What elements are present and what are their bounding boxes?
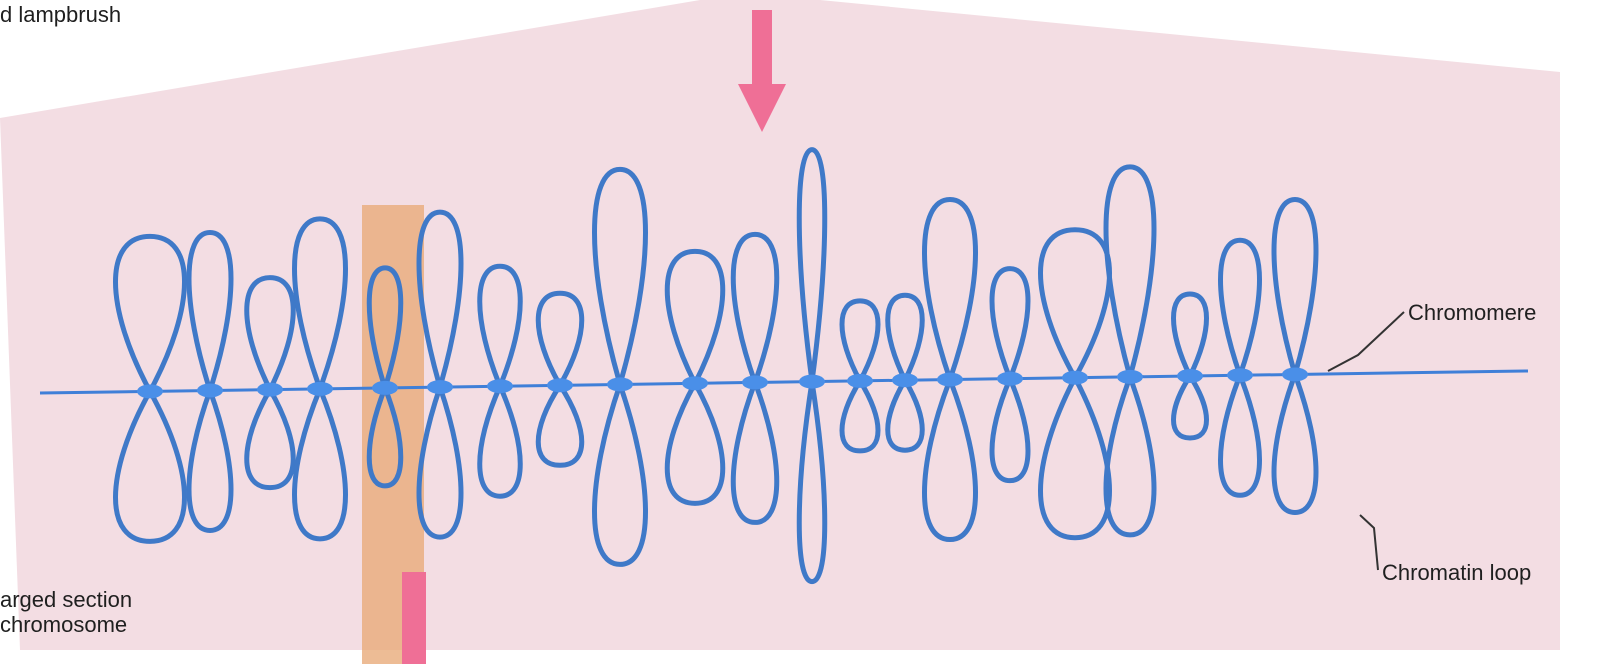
chromomere [487,379,513,393]
chromomere [1282,367,1308,381]
chromomere [257,383,283,397]
chromomere [1177,369,1203,383]
caption-line-1: arged section [0,587,132,613]
chromomere [799,375,825,389]
background-panel [0,0,1560,650]
title-fragment: d lampbrush [0,2,121,28]
chromomere [937,373,963,387]
chromomere [892,373,918,387]
chromomere [427,380,453,394]
chromomere [1227,368,1253,382]
chromomere [997,372,1023,386]
caption-line-2: chromosome [0,612,127,638]
chromatin-loop-label: Chromatin loop [1382,560,1531,586]
top-arrow-shaft [752,10,772,86]
chromomere [607,377,633,391]
chromomere [197,383,223,397]
chromomere [742,375,768,389]
chromomere-label: Chromomere [1408,300,1536,326]
chromomere [547,378,573,392]
bottom-arrow-shaft [402,572,426,664]
chromomere [372,381,398,395]
chromomere [1117,370,1143,384]
chromomere [1062,371,1088,385]
chromomere [682,376,708,390]
chromomere [137,384,163,398]
chromomere [307,382,333,396]
chromomere [847,374,873,388]
